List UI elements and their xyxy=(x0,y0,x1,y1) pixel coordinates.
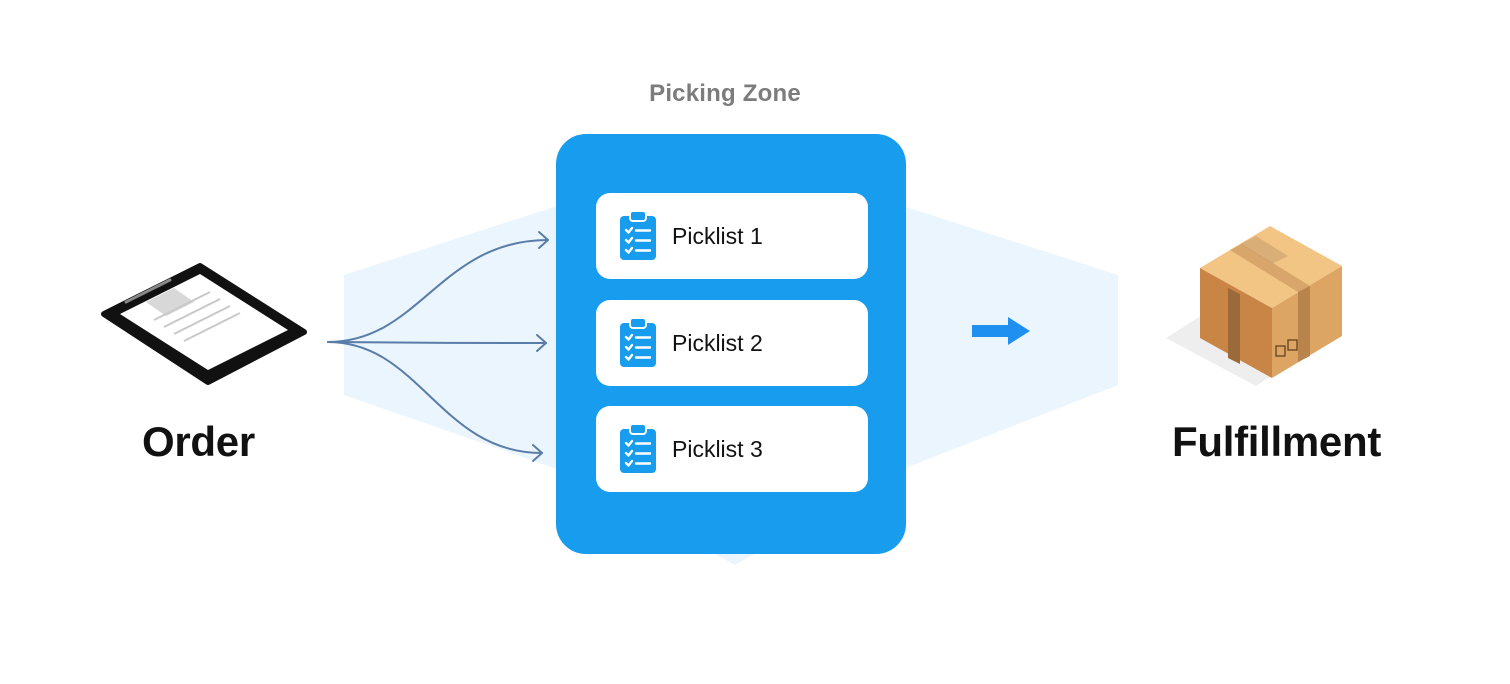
order-label: Order xyxy=(142,418,255,465)
picklist-card-2: Picklist 2 xyxy=(596,300,868,386)
flow-arrow-head-1 xyxy=(538,231,549,249)
picklist-card-1: Picklist 1 xyxy=(596,193,868,279)
flow-arrow-head-2 xyxy=(536,334,547,352)
picklist-label-2: Picklist 2 xyxy=(672,329,763,356)
clipboard-checklist-icon xyxy=(620,317,656,367)
fulfillment-label: Fulfillment xyxy=(1172,418,1382,465)
flow-arrow-to-picklist-1 xyxy=(327,239,549,343)
cardboard-box-icon xyxy=(1166,226,1342,386)
clipboard-checklist-icon xyxy=(620,210,656,260)
flow-arrow-to-picklist-3 xyxy=(327,341,543,454)
zone-title: Picking Zone xyxy=(649,80,801,107)
picking-zone-panel: Picklist 1 Picklist 2 xyxy=(556,134,906,554)
flow-arrow-to-picklist-2 xyxy=(327,341,547,344)
picklist-card-3: Picklist 3 xyxy=(596,406,868,492)
clipboard-checklist-icon xyxy=(620,423,656,473)
arrow-right-icon xyxy=(972,317,1030,345)
clipboard-tablet-icon xyxy=(101,263,307,385)
picklist-label-3: Picklist 3 xyxy=(672,435,763,462)
flow-arrow-head-3 xyxy=(532,444,543,462)
picklist-label-1: Picklist 1 xyxy=(672,222,763,249)
